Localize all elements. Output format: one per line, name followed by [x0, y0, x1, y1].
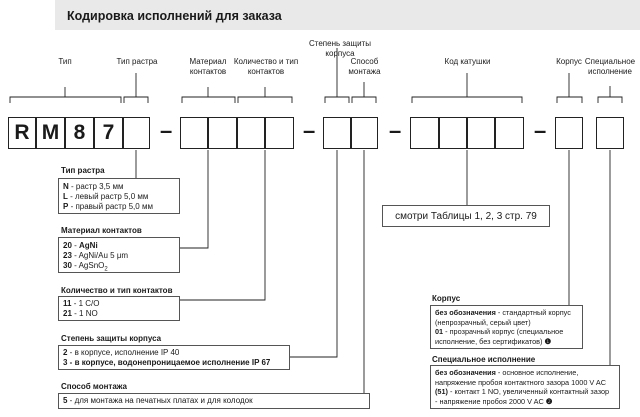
- title-bar: [55, 0, 640, 30]
- label-raster: Тип растра: [116, 57, 158, 66]
- material-item: 23 - AgNi/Au 5 μm: [63, 251, 129, 260]
- housing-item-line: (непрозрачный, серый цвет): [435, 317, 531, 327]
- code-dash: –: [160, 118, 173, 143]
- material-item: 20 - AgNi: [63, 241, 98, 250]
- material-panel: 20 - AgNi 23 - AgNi/Au 5 μm 30 - AgSnO2: [58, 237, 180, 273]
- quantity-item: 11 - 1 C/O: [63, 299, 100, 308]
- code-box-special: [596, 117, 624, 149]
- raster-item: L - левый растр 5,0 мм: [63, 192, 149, 201]
- page-title: Кодировка исполнений для заказа: [67, 9, 282, 23]
- code-box-r: R: [8, 117, 36, 149]
- special-item: (51) - контакт 1 NO, увеличенный контакт…: [435, 387, 610, 396]
- protection-item: 2 - в корпусе, исполнение IP 40: [63, 348, 180, 357]
- quantity-panel: 11 - 1 C/O 21 - 1 NO: [58, 296, 180, 321]
- protection-item: 3 - в корпусе, водонепроницаемое исполне…: [63, 358, 271, 367]
- material-item: 30 - AgSnO2: [63, 261, 108, 273]
- material-title: Материал контактов: [61, 226, 142, 235]
- protection-title: Степень защиты корпуса: [61, 334, 162, 343]
- code-box-protection: [323, 117, 351, 149]
- raster-item: P - правый растр 5,0 мм: [63, 202, 153, 211]
- raster-item: N - растр 3,5 мм: [63, 182, 124, 191]
- special-panel: без обозначения - основное исполнение, н…: [430, 365, 620, 409]
- code-dash: –: [303, 118, 316, 143]
- special-item: без обозначения - основное исполнение,: [435, 368, 579, 377]
- housing-item: без обозначения - стандартный корпус: [435, 308, 571, 317]
- code-box-8: 8: [65, 117, 94, 149]
- code-box-raster: [123, 117, 150, 149]
- code-box-coil-2: [439, 117, 467, 149]
- label-protection: Степень защиты корпуса: [309, 39, 371, 58]
- raster-title: Тип растра: [61, 166, 105, 175]
- mounting-title: Способ монтажа: [61, 382, 128, 391]
- quantity-title: Количество и тип контактов: [61, 286, 173, 295]
- label-type: Тип: [58, 57, 72, 66]
- code-box-coil-4: [495, 117, 524, 149]
- mounting-item: 5 - для монтажа на печатных платах и для…: [63, 396, 253, 405]
- code-box-coil-1: [410, 117, 439, 149]
- code-box-material-2: [208, 117, 237, 149]
- housing-item: 01 - прозрачный корпус (специальное: [435, 327, 564, 336]
- housing-item-line: исполнение, без сертификатов) ❶: [435, 336, 552, 346]
- raster-panel: N - растр 3,5 мм L - левый растр 5,0 мм …: [58, 178, 180, 214]
- label-housing: Корпус: [556, 57, 582, 66]
- code-dash: –: [389, 118, 402, 143]
- coil-reference-box: смотри Таблицы 1, 2, 3 стр. 79: [382, 205, 550, 227]
- special-item-line: напряжение пробоя контактного зазора 100…: [435, 377, 607, 387]
- code-box-material-1: [180, 117, 208, 149]
- special-title: Специальное исполнение: [432, 355, 536, 364]
- mounting-panel: 5 - для монтажа на печатных платах и для…: [58, 393, 370, 409]
- protection-panel: 2 - в корпусе, исполнение IP 40 3 - в ко…: [58, 345, 290, 370]
- code-box-quantity-1: [237, 117, 265, 149]
- special-item-line: - напряжение пробоя 2000 V AC ❷: [435, 396, 553, 406]
- housing-title: Корпус: [432, 294, 461, 303]
- code-dash: –: [534, 118, 547, 143]
- quantity-item: 21 - 1 NO: [63, 309, 98, 318]
- code-box-housing: [555, 117, 583, 149]
- code-box-mounting: [351, 117, 378, 149]
- code-box-quantity-2: [265, 117, 294, 149]
- label-coil: Код катушки: [444, 57, 491, 66]
- code-box-m: M: [36, 117, 65, 149]
- code-box-coil-3: [467, 117, 495, 149]
- code-box-7: 7: [94, 117, 123, 149]
- housing-panel: без обозначения - стандартный корпус (не…: [430, 305, 583, 349]
